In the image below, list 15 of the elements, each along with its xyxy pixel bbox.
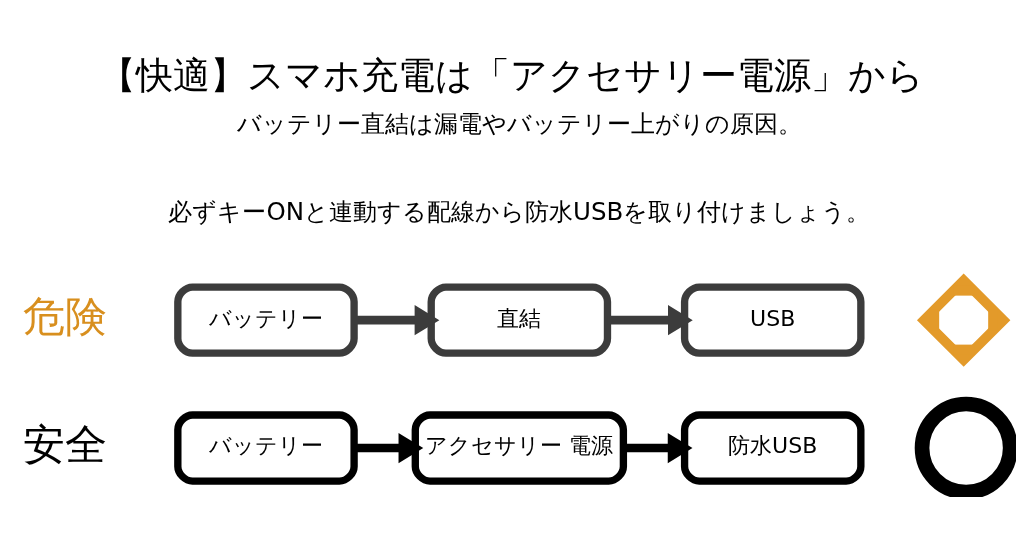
- arrow: [354, 304, 440, 336]
- label: 危険: [23, 291, 108, 341]
- node-box: バッテリー: [174, 411, 358, 485]
- node-cross: [916, 273, 1011, 367]
- label: 安全: [23, 419, 108, 469]
- node-circle: [914, 396, 1016, 497]
- label: 必ずキーONと連動する配線から防水USBを取り付けましょう。: [168, 197, 871, 227]
- diagram-title: 【快適】スマホ充電は「アクセサリー電源」から: [99, 54, 925, 98]
- label: バッテリー直結は漏電やバッテリー上がりの原因。: [236, 109, 802, 139]
- node-box: USB: [680, 283, 865, 357]
- node-box: アクセサリー 電源: [411, 411, 628, 485]
- arrow: [354, 432, 424, 464]
- node-box: 防水USB: [680, 411, 865, 485]
- node-box: バッテリー: [174, 283, 358, 357]
- node-box: 直結: [427, 283, 612, 357]
